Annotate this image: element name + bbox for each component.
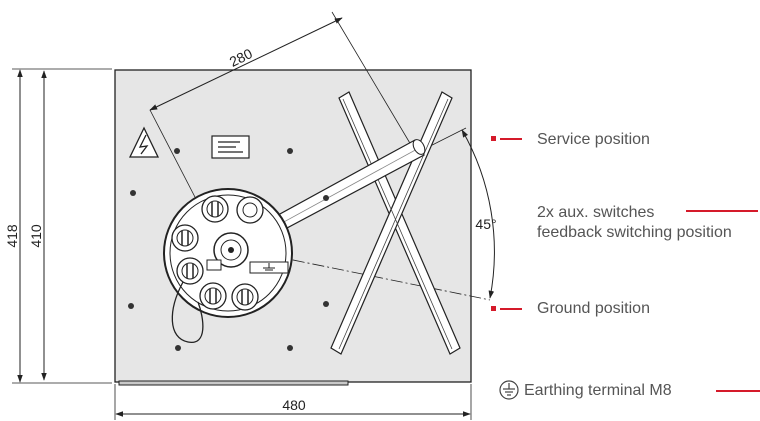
dim-label-280: 280 (227, 45, 255, 70)
ground-leader-line (500, 308, 522, 310)
aux-switches-label-line2: feedback switching position (537, 224, 732, 241)
x-handle-inner (338, 98, 453, 350)
earth-plate (249, 261, 289, 274)
earth-ground-icon (499, 380, 519, 400)
service-marker (491, 136, 496, 141)
high-voltage-warning-icon (128, 126, 160, 158)
dimension-480 (114, 384, 472, 420)
aux-switches-label-line1: 2x aux. switches (537, 204, 655, 221)
ground-position-label: Ground position (537, 300, 650, 317)
angle-label: 45° (475, 216, 496, 232)
mounting-bolts (128, 148, 329, 351)
service-position-label: Service position (537, 131, 650, 148)
angle-arc (461, 129, 495, 299)
dim-label-480: 480 (282, 397, 306, 413)
dim-label-418: 418 (4, 224, 20, 248)
panel-base-strip (118, 380, 349, 386)
x-handle-holder (330, 91, 461, 355)
cable (171, 281, 204, 343)
nameplate-icon (211, 135, 250, 159)
dim-label-410: 410 (28, 224, 44, 248)
service-leader-line (500, 138, 522, 140)
earthing-terminal-label: Earthing terminal M8 (524, 382, 672, 399)
front-panel (114, 69, 472, 383)
dimension-418 (12, 68, 112, 384)
earthing-leader-line (716, 390, 760, 392)
mechanism-disc (163, 188, 293, 318)
aux-leader-line (686, 210, 758, 212)
ground-marker (491, 306, 496, 311)
